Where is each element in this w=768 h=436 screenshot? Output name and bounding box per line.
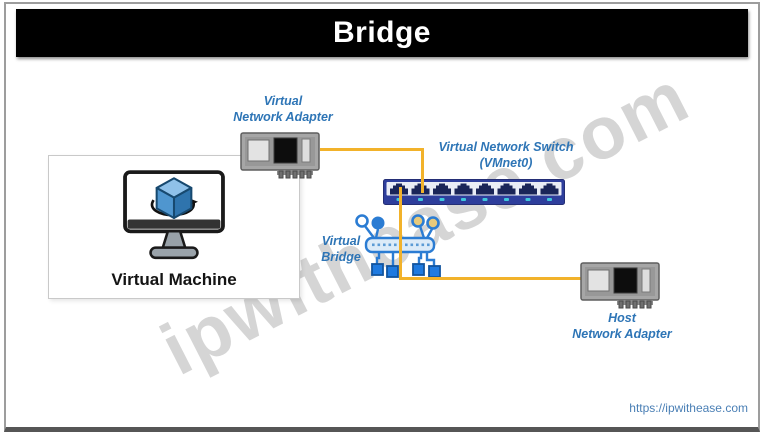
virtual-network-adapter-icon xyxy=(240,132,320,179)
wire-switch-to-host-vertical xyxy=(399,187,402,280)
wire-adapter-to-switch-horizontal xyxy=(320,148,424,151)
virtual-network-switch-icon xyxy=(383,179,565,205)
wire-switch-to-host-horizontal xyxy=(399,277,583,280)
page-title: Bridge xyxy=(332,16,431,49)
footer-url-link[interactable]: https://ipwithease.com xyxy=(629,401,748,415)
virtual-machine-icon xyxy=(123,170,225,260)
title-bar: Bridge xyxy=(16,9,748,57)
virtual-machine-label: Virtual Machine xyxy=(111,270,237,289)
host-network-adapter-label: Host Network Adapter xyxy=(572,311,672,341)
virtual-network-adapter-label: Virtual Network Adapter xyxy=(233,94,333,124)
host-network-adapter-icon xyxy=(580,262,660,309)
wire-adapter-to-switch-vertical xyxy=(421,148,424,193)
virtual-network-switch-label: Virtual Network Switch (VMnet0) xyxy=(438,140,574,170)
virtual-bridge-label: Virtual Bridge xyxy=(321,234,361,264)
